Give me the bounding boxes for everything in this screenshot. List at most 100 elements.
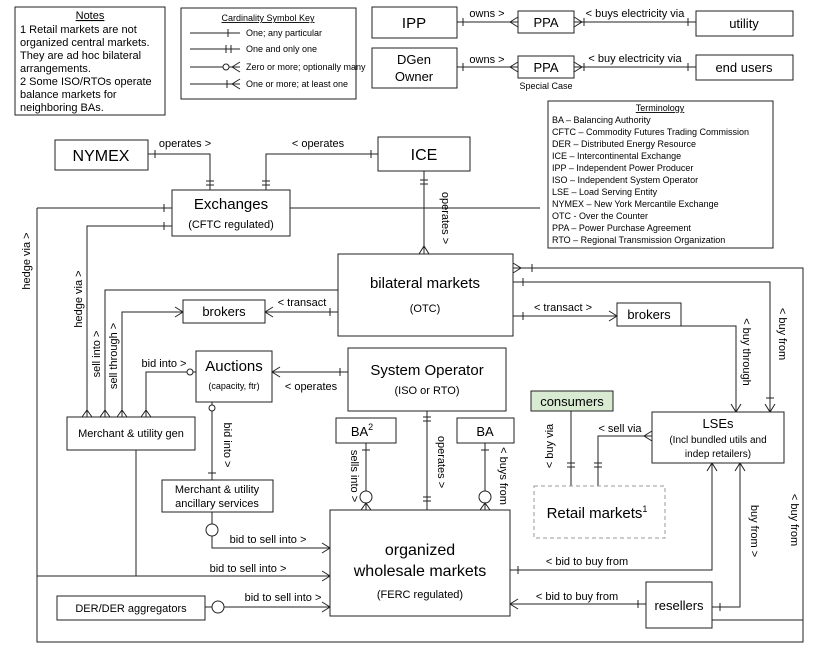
nymex-label: NYMEX [73, 148, 130, 165]
notes-line: neighboring BAs. [20, 102, 104, 114]
rel-operates-so: operates > [435, 436, 447, 488]
rel-transact-right: < transact > [534, 302, 592, 314]
brokers-right-label: brokers [627, 307, 671, 322]
ba2-sup: 2 [368, 422, 373, 432]
cardinality-key-title: Cardinality Symbol Key [221, 13, 315, 23]
key-one-only-label: One and only one [246, 44, 317, 54]
auctions-sub: (capacity, ftr) [208, 381, 259, 391]
consumers-box [530, 390, 614, 412]
ba2-text: BA [351, 424, 369, 439]
rel-buy-from-resellers: buy from > [748, 505, 760, 557]
system-operator-entity: System Operator (ISO or RTO) [347, 347, 507, 412]
dgen-label-1: DGen [397, 52, 431, 67]
organized-wholesale-entity: organized wholesale markets (FERC regula… [329, 509, 511, 617]
rel-sell-into: sell into > [91, 331, 103, 378]
lses-sub-2: indep retailers) [685, 449, 751, 460]
exchanges-label: Exchanges [194, 196, 268, 213]
retail-text: Retail markets [547, 505, 643, 522]
notes-box: Notes 1 Retail markets are not organized… [14, 6, 166, 116]
ice-entity: ICE [377, 136, 471, 172]
ba2-label: BA2 [351, 422, 373, 439]
der-label: DER/DER aggregators [75, 603, 187, 615]
ipp-label: IPP [402, 15, 426, 32]
lses-entity: LSEs (Incl bundled utils and indep retai… [651, 411, 785, 464]
resellers-entity: resellers [645, 581, 713, 629]
notes-line: 1 Retail markets are not [20, 24, 137, 36]
organized-label-2: wholesale markets [353, 563, 487, 580]
key-one-more-label: One or more; at least one [246, 79, 348, 89]
rel-operates-auctions: < operates [285, 381, 338, 393]
rel-owns-1: owns > [469, 8, 504, 20]
retail-markets-label: Retail markets1 [547, 504, 648, 522]
end-users-label: end users [715, 60, 773, 75]
lses-sub-1: (Incl bundled utils and [669, 435, 766, 446]
rel-bid-into: bid into > [142, 358, 187, 370]
ancillary-services-entity: Merchant & utility ancillary services [161, 479, 274, 513]
ppa-label-2: PPA [533, 60, 558, 75]
nymex-entity: NYMEX [54, 139, 149, 171]
rel-bid-to-sell-3: bid to sell into > [245, 592, 322, 604]
rel-bid-to-buy-2: < bid to buy from [536, 591, 618, 603]
rel-buy-via-2: < buy electricity via [588, 53, 682, 65]
utility-box [695, 10, 794, 37]
term-line: OTC - Over the Counter [552, 211, 648, 221]
dgen-owner-box [371, 47, 458, 89]
notes-line: balance markets for [20, 89, 117, 101]
rel-bid-to-sell-2: bid to sell into > [210, 563, 287, 575]
ice-label: ICE [411, 147, 438, 164]
rel-buy-from-outer: < buy from [788, 494, 800, 546]
exchanges-entity: Exchanges (CFTC regulated) [171, 189, 291, 237]
rel-operates-ice-v: operates > [439, 192, 451, 244]
term-line: DER – Distributed Energy Resource [552, 139, 696, 149]
rel-sell-via: < sell via [598, 423, 642, 435]
terminology-title: Terminology [636, 103, 685, 113]
rel-owns-2: owns > [469, 54, 504, 66]
bilateral-sub: (OTC) [410, 303, 441, 315]
rel-buy-through: < buy through [740, 318, 752, 386]
retail-sup: 1 [642, 504, 647, 514]
ancillary-label-1: Merchant & utility [175, 484, 260, 496]
notes-line: They are ad hoc bilateral [20, 50, 141, 62]
dgen-label-2: Owner [395, 69, 434, 84]
rel-hedge-via-inner: hedge via > [73, 270, 85, 327]
notes-title: Notes [76, 10, 105, 22]
bilateral-label: bilateral markets [370, 275, 480, 292]
lses-label: LSEs [702, 416, 734, 431]
rel-bid-to-buy-1: < bid to buy from [546, 556, 628, 568]
system-operator-sub: (ISO or RTO) [395, 385, 460, 397]
term-line: ICE – Intercontinental Exchange [552, 151, 681, 161]
utility-label: utility [729, 16, 759, 31]
ba2-entity: BA2 [335, 417, 397, 444]
notes-line: organized central markets. [20, 37, 150, 49]
exchanges-sub: (CFTC regulated) [188, 219, 274, 231]
relation-labels: operates > < operates operates > hedge v… [21, 138, 800, 604]
term-line: CFTC – Commodity Futures Trading Commiss… [552, 127, 749, 137]
auctions-label: Auctions [205, 358, 263, 375]
rel-bid-into-v: bid into > [221, 423, 233, 468]
organized-label-1: organized [385, 542, 455, 559]
organized-sub: (FERC regulated) [377, 589, 463, 601]
key-one-label: One; any particular [246, 28, 322, 38]
cardinality-key: Cardinality Symbol Key One; any particul… [180, 7, 366, 100]
rel-buy-from-right: < buy from [776, 308, 788, 360]
rel-sell-through: sell through > [108, 323, 120, 389]
rel-transact-left: < transact [278, 297, 327, 309]
ba-label: BA [476, 424, 494, 439]
brokers-left-label: brokers [202, 304, 246, 319]
rel-buys-via-1: < buys electricity via [586, 8, 686, 20]
rel-buys-from-ba: < buys from [497, 447, 509, 505]
der-entity: DER/DER aggregators [56, 595, 206, 621]
consumers-entity: consumers [530, 390, 614, 412]
system-operator-label: System Operator [370, 362, 483, 379]
rel-buy-via-consumers: < buy via [544, 423, 556, 468]
resellers-label: resellers [654, 598, 704, 613]
brokers-right-entity: brokers [616, 302, 682, 327]
terminology-box: Terminology BA – Balancing Authority CFT… [547, 100, 774, 249]
term-line: BA – Balancing Authority [552, 115, 651, 125]
ba-entity: BA [456, 417, 515, 444]
brokers-left-entity: brokers [182, 299, 266, 324]
ppa-label-1: PPA [533, 15, 558, 30]
merchant-gen-entity: Merchant & utility gen [66, 416, 196, 451]
